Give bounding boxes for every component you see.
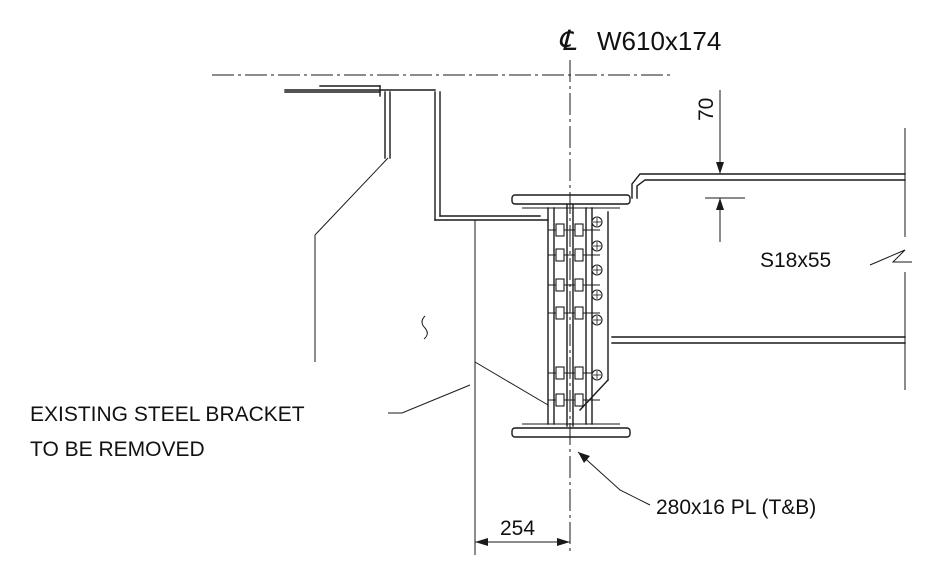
beam-label: S18x55: [760, 249, 831, 272]
dimension-70: [705, 90, 745, 242]
bracket-label-line1: EXISTING STEEL BRACKET: [30, 403, 305, 426]
w610-column-section: [511, 194, 631, 438]
s18x55-beam: [611, 128, 912, 390]
centerline-symbol: ℄: [558, 25, 577, 56]
existing-bracket: [421, 220, 549, 555]
dim-254-text: 254: [500, 517, 535, 540]
bracket-label-line2: TO BE REMOVED: [30, 438, 205, 461]
plate-label: 280x16 PL (T&B): [656, 496, 816, 519]
existing-framing: [284, 85, 549, 362]
dim-70-text: 70: [695, 98, 718, 121]
bolt-group: [548, 216, 603, 407]
member-label: W610x174: [597, 26, 721, 56]
dimension-254: [475, 538, 570, 546]
plate-leader: [577, 451, 651, 506]
bracket-leader: [388, 384, 471, 414]
